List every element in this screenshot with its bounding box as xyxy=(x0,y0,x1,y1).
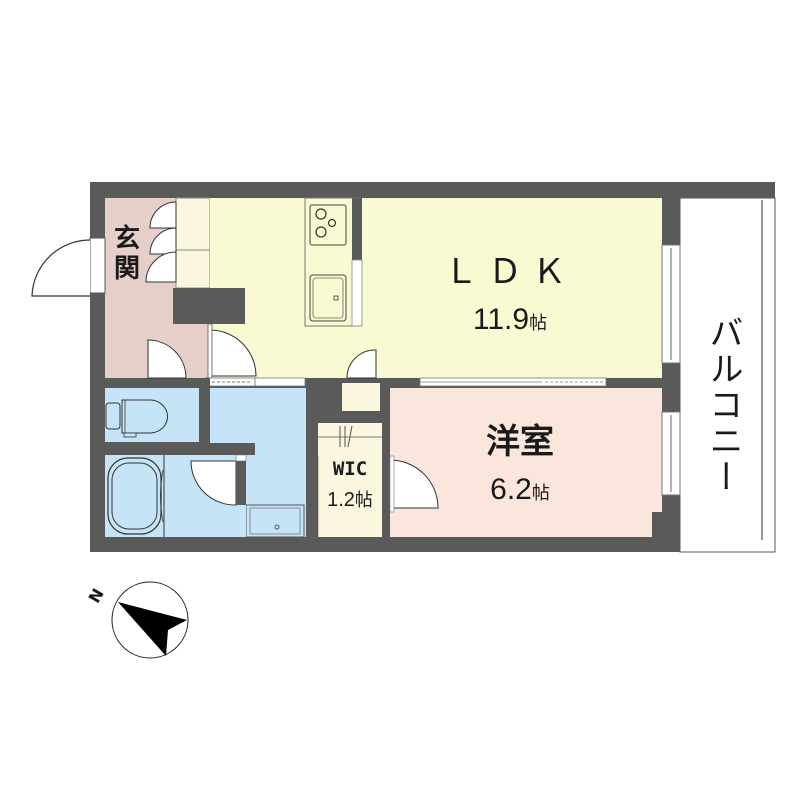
door-swing xyxy=(149,201,177,229)
toilet-tank xyxy=(105,402,121,430)
ldk-size: 11.9帖 xyxy=(472,303,548,336)
western-room-size: 6.2帖 xyxy=(490,473,550,506)
balcony-label: バルコニー xyxy=(703,315,743,495)
ldk-door-swing[interactable] xyxy=(209,329,257,377)
hall-door[interactable] xyxy=(147,339,187,379)
wic-area xyxy=(318,423,382,537)
washer-pan xyxy=(245,504,305,538)
western-room-area xyxy=(390,388,662,537)
bath-door[interactable] xyxy=(190,460,237,506)
closet xyxy=(342,383,380,411)
wic-size: 1.2帖 xyxy=(327,489,373,511)
wic-label: WIC xyxy=(332,458,368,480)
entry-door-frame xyxy=(89,237,106,294)
entry-door[interactable] xyxy=(31,239,91,297)
compass-arrow-icon xyxy=(118,602,187,656)
wic-door[interactable] xyxy=(389,459,439,509)
ldk-label: ＬＤＫ xyxy=(444,252,576,292)
partition-wall xyxy=(306,378,318,537)
entrance-label: 玄関 xyxy=(113,224,140,284)
toilet-bowl xyxy=(121,399,169,434)
kitchen-sink xyxy=(309,274,347,322)
balcony-area xyxy=(679,197,776,553)
shoe-cabinet xyxy=(175,197,211,289)
bathtub xyxy=(107,457,162,535)
balcony-wall-top xyxy=(680,182,775,198)
compass xyxy=(111,581,189,659)
western-room-label: 洋室 xyxy=(486,422,554,462)
closet-door[interactable] xyxy=(346,349,377,379)
ldk-area xyxy=(210,198,662,378)
stove xyxy=(309,204,347,246)
wall-partition xyxy=(352,198,362,260)
